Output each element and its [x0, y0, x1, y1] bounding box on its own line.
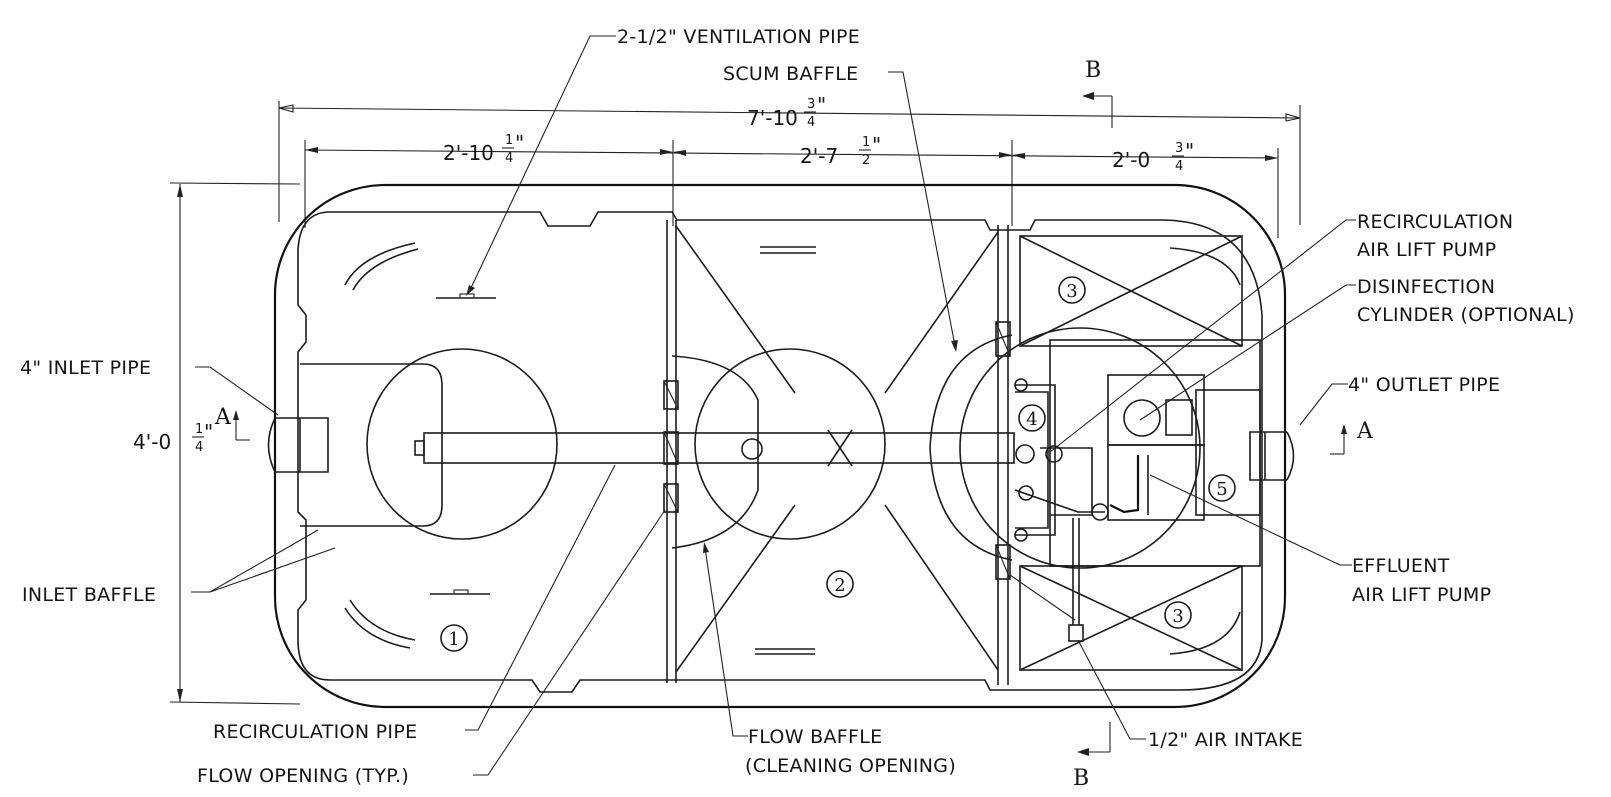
svg-text:7'-10: 7'-10 [747, 106, 798, 130]
flow-openings [663, 321, 1011, 580]
dimension-lines [169, 101, 1301, 705]
label-scum-baffle: SCUM BAFFLE [723, 63, 858, 85]
compartment-1-marker [440, 624, 468, 652]
svg-text:B: B [1085, 58, 1101, 83]
svg-text:2'-7: 2'-7 [800, 144, 838, 168]
svg-text:FLOW BAFFLE: FLOW BAFFLE [748, 726, 882, 748]
compartment-numbers: 1 2 3 3 4 5 [440, 276, 1236, 652]
dimension-text-chamber-3: 2'-0 3 4 " [1112, 139, 1194, 174]
compartment-5-marker [1208, 474, 1236, 502]
recirculation-pipe [414, 432, 1015, 464]
svg-text:AIR LIFT PUMP: AIR LIFT PUMP [1352, 584, 1491, 606]
svg-text:B: B [1073, 766, 1089, 791]
svg-text:(CLEANING OPENING): (CLEANING OPENING) [745, 755, 956, 777]
chamber-3 [929, 235, 1261, 671]
compartment-3b-marker [1164, 601, 1192, 629]
svg-text:4: 4 [1175, 159, 1183, 174]
label-recirculation-air-lift-pump: RECIRCULATION AIR LIFT PUMP [1357, 211, 1513, 261]
section-marker-b-bottom: B [1073, 722, 1111, 791]
tank-outline [273, 183, 1287, 709]
svg-text:": " [204, 420, 213, 444]
svg-text:EFFLUENT: EFFLUENT [1352, 555, 1450, 577]
label-outlet-pipe: 4" OUTLET PIPE [1348, 374, 1500, 396]
svg-text:1: 1 [195, 422, 203, 437]
svg-text:4: 4 [807, 115, 815, 130]
section-marker-a-left: A [214, 405, 250, 441]
label-disinfection-cylinder: DISINFECTION CYLINDER (OPTIONAL) [1357, 276, 1575, 326]
svg-text:INLET BAFFLE: INLET BAFFLE [22, 584, 156, 606]
svg-text:": " [515, 131, 524, 155]
chamber-1 [300, 242, 558, 649]
dimension-text-height: 4'-0 1 4 " [133, 420, 213, 455]
svg-text:RECIRCULATION: RECIRCULATION [1357, 211, 1513, 233]
svg-text:4'-0: 4'-0 [133, 430, 171, 454]
air-piping [1014, 378, 1109, 642]
svg-text:4: 4 [1026, 409, 1037, 430]
svg-text:3: 3 [1066, 281, 1077, 302]
label-ventilation-pipe: 2-1/2" VENTILATION PIPE [617, 26, 860, 48]
svg-text:DISINFECTION: DISINFECTION [1357, 276, 1495, 298]
label-flow-opening: FLOW OPENING (TYP.) [197, 765, 409, 787]
svg-text:3: 3 [1175, 141, 1183, 156]
dimension-text-chamber-1: 2'-10 1 4 " [443, 131, 524, 166]
svg-text:1: 1 [862, 135, 870, 150]
inlet-pipe [267, 417, 329, 473]
svg-text:": " [1185, 139, 1194, 163]
section-marker-a-right: A [1330, 419, 1374, 455]
svg-text:4: 4 [505, 151, 513, 166]
svg-text:A: A [214, 405, 232, 430]
svg-text:2-1/2" VENTILATION PIPE: 2-1/2" VENTILATION PIPE [617, 26, 860, 48]
svg-text:2: 2 [834, 575, 845, 596]
dimension-text-overall: 7'-10 3 4 " [747, 93, 826, 130]
leader-lines [191, 35, 1356, 776]
compartment-2-marker [826, 570, 854, 598]
svg-text:1: 1 [505, 133, 513, 148]
svg-text:4" OUTLET PIPE: 4" OUTLET PIPE [1348, 374, 1500, 396]
svg-text:1: 1 [448, 629, 459, 650]
label-flow-baffle: FLOW BAFFLE (CLEANING OPENING) [745, 726, 956, 777]
label-inlet-baffle: INLET BAFFLE [22, 584, 156, 606]
svg-text:": " [872, 133, 881, 157]
svg-text:2: 2 [862, 153, 870, 168]
outlet-pipe [1249, 431, 1295, 481]
svg-text:2'-0: 2'-0 [1112, 148, 1150, 172]
svg-text:3: 3 [807, 97, 815, 112]
svg-text:RECIRCULATION PIPE: RECIRCULATION PIPE [213, 721, 417, 743]
svg-text:4: 4 [195, 440, 203, 455]
svg-text:A: A [1356, 419, 1374, 444]
label-inlet-pipe: 4" INLET PIPE [20, 357, 151, 379]
svg-text:2'-10: 2'-10 [443, 141, 494, 165]
svg-text:": " [817, 93, 826, 117]
svg-text:1/2" AIR INTAKE: 1/2" AIR INTAKE [1148, 729, 1303, 751]
compartment-4-marker [1018, 404, 1046, 432]
chamber-2 [671, 225, 999, 673]
section-marker-b-top: B [1082, 58, 1113, 128]
svg-text:4" INLET PIPE: 4" INLET PIPE [20, 357, 151, 379]
svg-text:AIR LIFT PUMP: AIR LIFT PUMP [1357, 239, 1496, 261]
dimension-text-chamber-2: 2'-7 1 2 " [800, 133, 881, 168]
label-effluent-air-lift-pump: EFFLUENT AIR LIFT PUMP [1352, 555, 1491, 606]
label-air-intake: 1/2" AIR INTAKE [1148, 729, 1303, 751]
svg-text:5: 5 [1216, 479, 1227, 500]
svg-text:CYLINDER (OPTIONAL): CYLINDER (OPTIONAL) [1357, 304, 1575, 326]
svg-text:3: 3 [1172, 606, 1183, 627]
svg-text:SCUM BAFFLE: SCUM BAFFLE [723, 63, 858, 85]
svg-text:FLOW OPENING (TYP.): FLOW OPENING (TYP.) [197, 765, 409, 787]
label-recirculation-pipe: RECIRCULATION PIPE [213, 721, 417, 743]
compartment-3a-marker [1058, 276, 1086, 304]
